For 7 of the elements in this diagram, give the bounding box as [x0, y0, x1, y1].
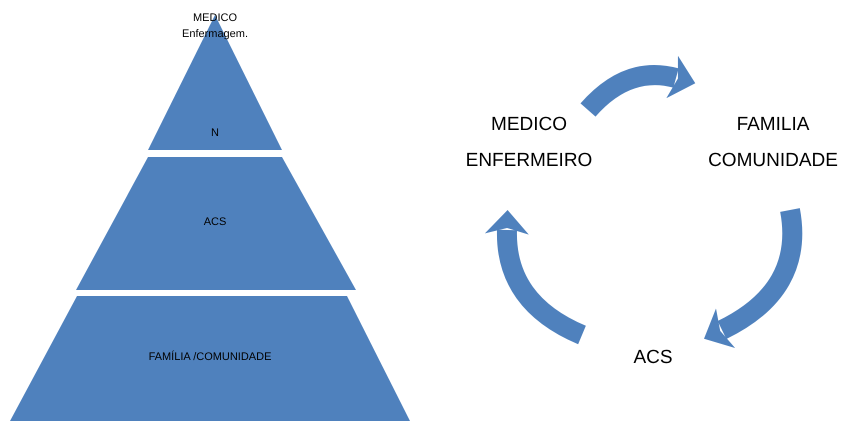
layer-label: ACS: [202, 214, 228, 230]
cycle-label: MEDICO ENFERMEIRO: [464, 113, 594, 173]
layer-label: FAMÍLIA /COMUNIDADE: [148, 350, 272, 364]
cycle-label: ACS: [633, 346, 673, 370]
cycle-label: FAMILIA COMUNIDADE: [707, 113, 839, 173]
layer-label: N: [210, 126, 220, 141]
curved-arrow: [485, 210, 586, 344]
